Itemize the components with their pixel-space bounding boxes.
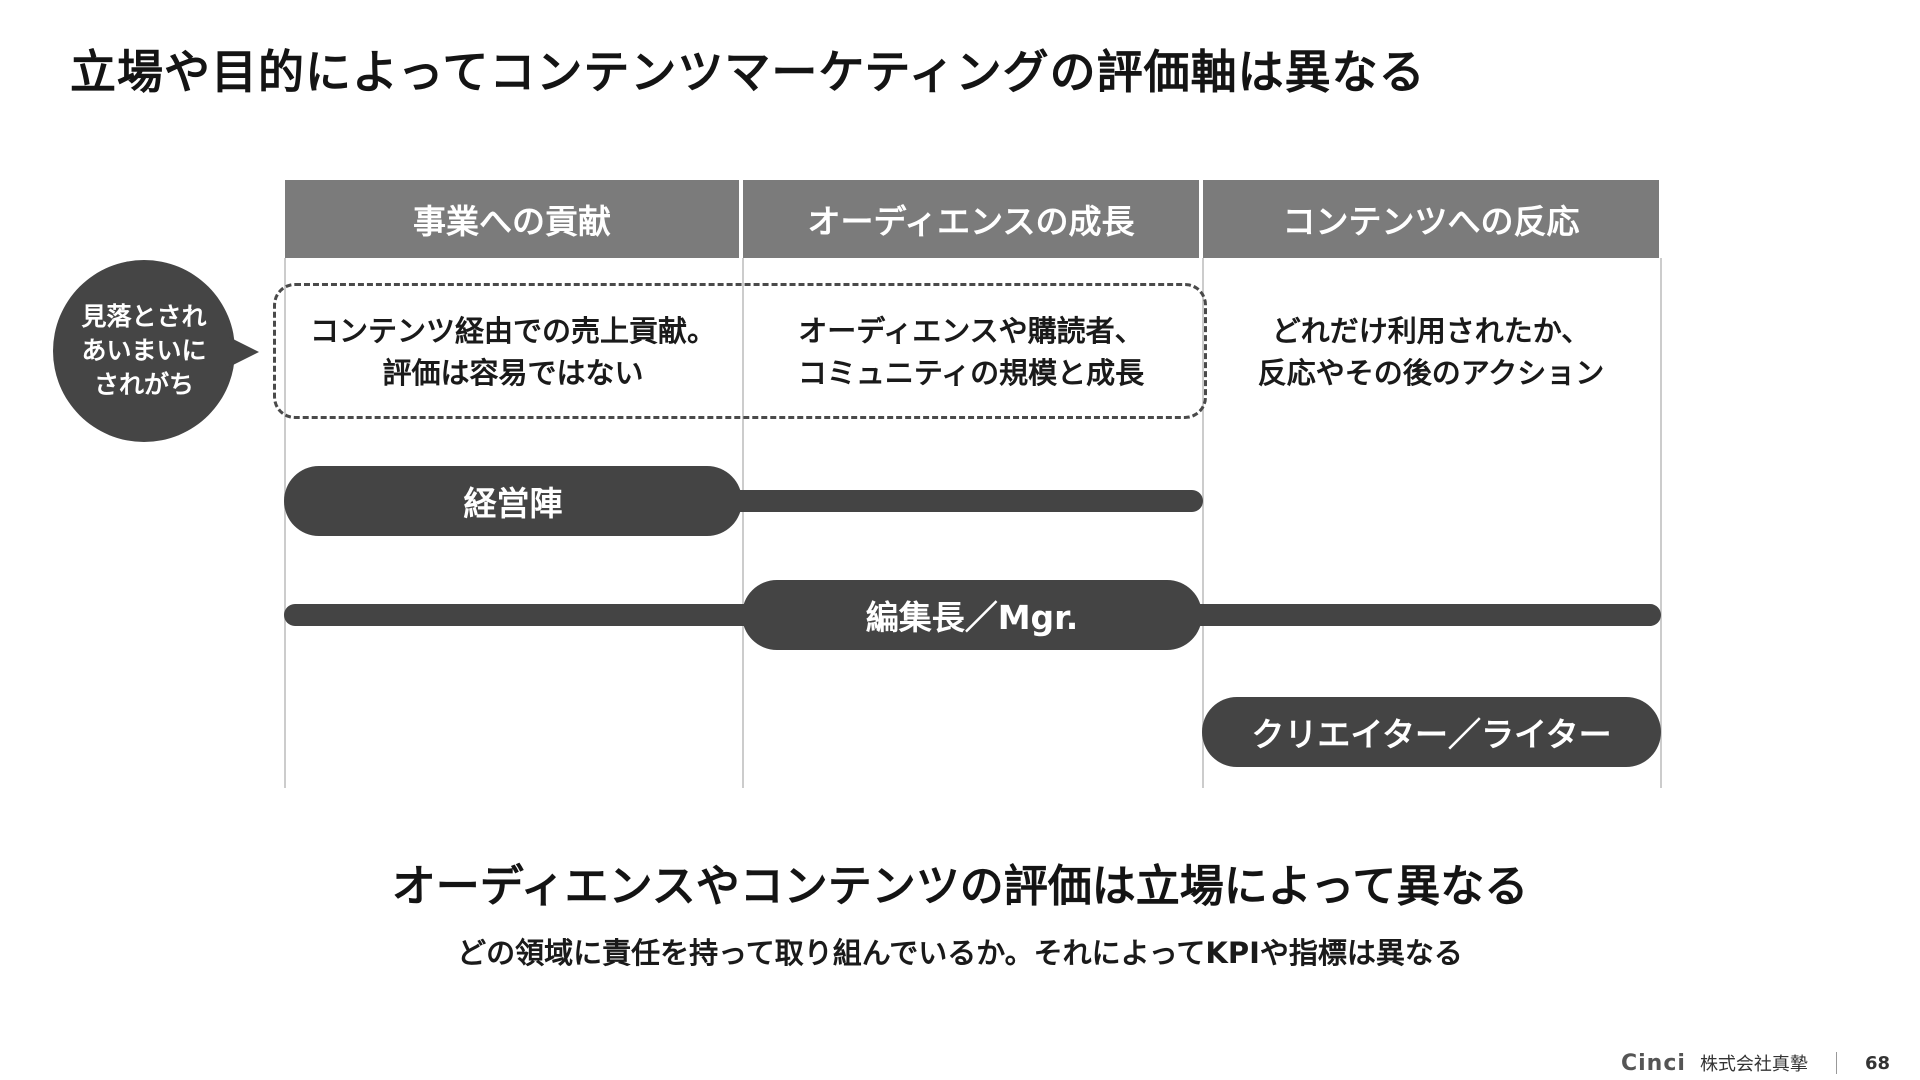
page-title: 立場や目的によってコンテンツマーケティングの評価軸は異なる [70, 45, 1426, 99]
footer-separator [1835, 1052, 1837, 1074]
page-number: 68 [1864, 1052, 1890, 1074]
description-line: 評価は容易ではない [382, 356, 644, 390]
role-pill-editor: 編集長／Mgr. [742, 580, 1202, 650]
column-description-business: コンテンツ経由での売上貢献。 評価は容易ではない [285, 310, 741, 394]
description-line: 反応やその後のアクション [1257, 356, 1605, 390]
column-description-audience: オーディエンスや購読者、 コミュニティの規模と成長 [743, 310, 1199, 394]
callout-bubble: 見落とされ あいまいに されがち [53, 260, 235, 442]
footer: Cinci 株式会社真摯 68 [1621, 1050, 1890, 1076]
description-line: オーディエンスや購読者、 [798, 314, 1144, 348]
description-line: コンテンツ経由での売上貢献。 [309, 314, 716, 348]
column-divider [1660, 258, 1662, 788]
description-line: どれだけ利用されたか、 [1271, 314, 1591, 348]
company-logo: Cinci [1621, 1050, 1686, 1076]
column-divider [284, 258, 286, 788]
column-header-business: 事業への貢献 [285, 180, 739, 258]
column-divider [1202, 258, 1204, 788]
description-line: コミュニティの規模と成長 [797, 356, 1145, 390]
summary-subline: どの領域に責任を持って取り組んでいるか。それによってKPIや指標は異なる [457, 936, 1463, 970]
column-description-content: どれだけ利用されたか、 反応やその後のアクション [1203, 310, 1659, 394]
role-bar-executive [700, 490, 1203, 512]
column-header-content: コンテンツへの反応 [1203, 180, 1659, 258]
company-name: 株式会社真摯 [1699, 1054, 1808, 1075]
callout-tail [229, 337, 259, 367]
dashed-highlight-box [273, 283, 1207, 419]
column-header-audience: オーディエンスの成長 [743, 180, 1199, 258]
role-pill-creator: クリエイター／ライター [1202, 697, 1661, 767]
callout-line: されがち [93, 370, 194, 399]
callout-line: あいまいに [81, 336, 207, 365]
column-divider [742, 258, 744, 788]
summary-headline: オーディエンスやコンテンツの評価は立場によって異なる [391, 861, 1529, 912]
callout-line: 見落とされ [81, 302, 207, 331]
role-pill-executive: 経営陣 [284, 466, 742, 536]
